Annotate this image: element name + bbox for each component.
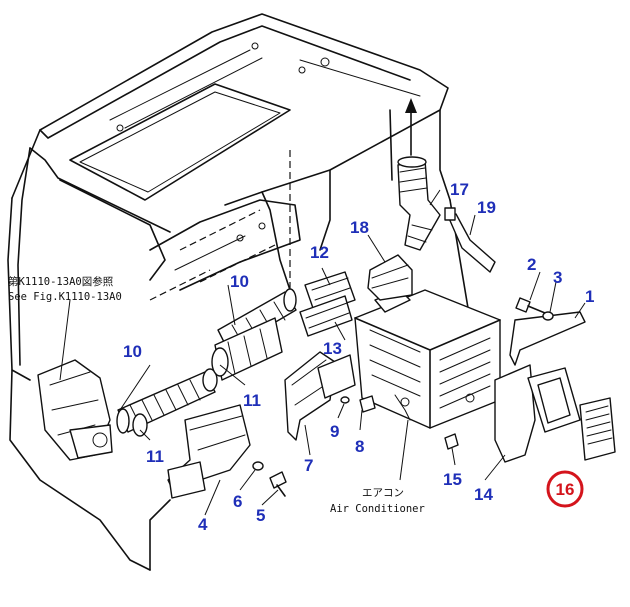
callout-11-lower[interactable]: 11 — [146, 447, 164, 466]
duct-4 — [167, 404, 251, 499]
bracket-1 — [509, 311, 586, 366]
callout-5[interactable]: 5 — [256, 506, 265, 525]
callout-16-highlight[interactable]: 16 — [546, 470, 584, 508]
airflow-arrow — [405, 98, 417, 156]
callout-4[interactable]: 4 — [198, 515, 208, 534]
bolt-2 — [515, 297, 546, 314]
hose-11-upper — [211, 317, 283, 381]
callout-10-upper[interactable]: 10 — [230, 272, 249, 291]
callout-14[interactable]: 14 — [474, 485, 493, 504]
callout-2[interactable]: 2 — [527, 255, 536, 274]
clip-5 — [269, 471, 287, 497]
callout-15[interactable]: 15 — [443, 470, 462, 489]
callout-1[interactable]: 1 — [585, 287, 594, 306]
callout-3[interactable]: 3 — [553, 268, 562, 287]
washer-3 — [542, 311, 554, 321]
callout-9[interactable]: 9 — [330, 422, 339, 441]
callout-19[interactable]: 19 — [477, 198, 496, 217]
leader-lines — [59, 189, 586, 516]
callout-8[interactable]: 8 — [355, 437, 364, 456]
bolt-8 — [359, 395, 376, 413]
callout-16[interactable]: 16 — [556, 480, 575, 499]
callouts: 1 2 3 4 5 6 7 8 9 10 10 11 11 12 13 14 1… — [123, 180, 594, 534]
callout-13[interactable]: 13 — [323, 339, 342, 358]
callout-18[interactable]: 18 — [350, 218, 369, 237]
see-fig-jp-text: 第K1110-13A0図参照 — [8, 275, 114, 288]
washer-9 — [340, 396, 350, 404]
highlight-circle — [546, 470, 584, 508]
callout-17[interactable]: 17 — [450, 180, 469, 199]
aircon-jp-text: エアコン — [362, 487, 404, 499]
filter-frame — [527, 367, 581, 433]
duct-18 — [367, 254, 413, 301]
callout-12[interactable]: 12 — [310, 243, 329, 262]
see-fig-note: 第K1110-13A0図参照 See Fig.K1110-13A0 — [8, 275, 122, 303]
aircon-en-text: Air Conditioner — [330, 503, 425, 515]
callout-10-lower[interactable]: 10 — [123, 342, 142, 361]
hose-19 — [444, 207, 496, 273]
bolt-15 — [444, 433, 459, 450]
vent-13 — [299, 295, 353, 337]
filter-16 — [579, 397, 616, 461]
see-fig-en-text: See Fig.K1110-13A0 — [8, 291, 122, 303]
callout-6[interactable]: 6 — [233, 492, 242, 511]
duct-17 — [397, 156, 441, 251]
cab-frame — [7, 13, 471, 571]
hose-11-lower — [132, 368, 218, 437]
aircon-note: エアコン Air Conditioner — [330, 487, 425, 515]
clip-6 — [252, 461, 264, 471]
callout-11-upper[interactable]: 11 — [243, 391, 261, 410]
callout-7[interactable]: 7 — [304, 456, 313, 475]
panel-14 — [494, 364, 536, 463]
left-duct-assembly — [37, 359, 113, 461]
